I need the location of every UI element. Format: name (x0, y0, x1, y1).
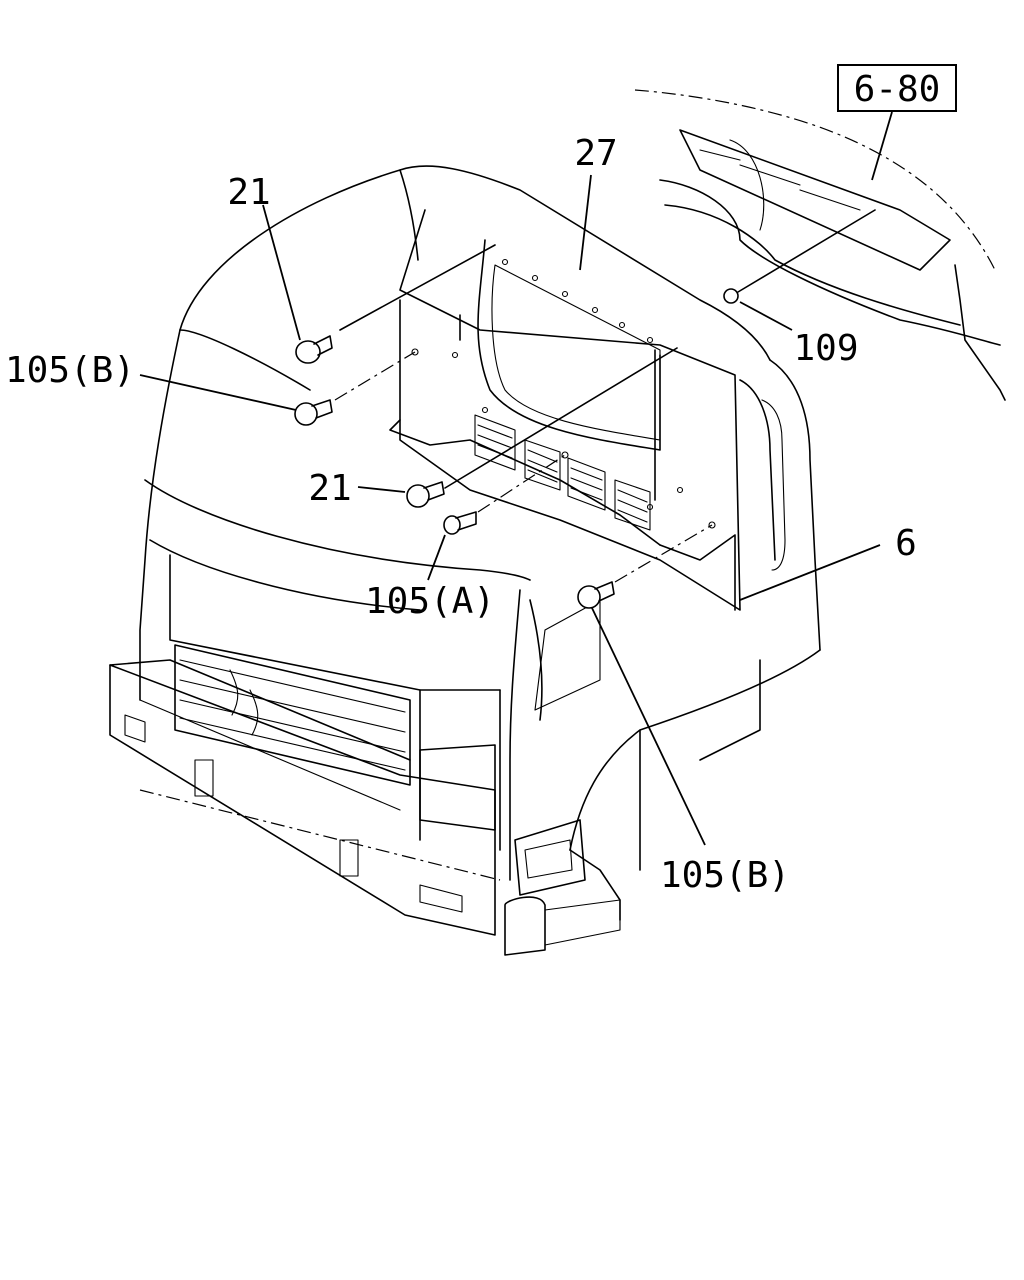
rear-panel-27 (389, 209, 741, 611)
louver-vents (474, 414, 651, 531)
clip-21-top (295, 335, 333, 364)
clip-105b-left (294, 399, 333, 426)
callout-105b-left: 105(B) (5, 350, 135, 391)
clip-21-mid (406, 481, 445, 508)
roof-panel-reference (634, 89, 1006, 401)
assembly-lines (334, 209, 876, 583)
callout-labels: 27 21 105(B) 109 21 6 105(A) 105(B) (5, 133, 917, 896)
callout-21-mid: 21 (308, 468, 351, 509)
callout-105a: 105(A) (365, 581, 495, 622)
callout-105b-bottom: 105(B) (660, 855, 790, 896)
screw-105a (443, 511, 477, 535)
front-bumper (109, 659, 501, 936)
reference-box: 6-80 (837, 64, 957, 112)
truck-cab (139, 165, 821, 956)
clip-105b-bottom (577, 581, 615, 609)
callout-27: 27 (574, 133, 617, 174)
reference-label: 6-80 (854, 69, 941, 110)
callout-21-top: 21 (227, 172, 270, 213)
leader-lines (139, 111, 893, 846)
callout-6: 6 (895, 523, 917, 564)
callout-109: 109 (793, 328, 858, 369)
grommet-109 (723, 288, 739, 304)
